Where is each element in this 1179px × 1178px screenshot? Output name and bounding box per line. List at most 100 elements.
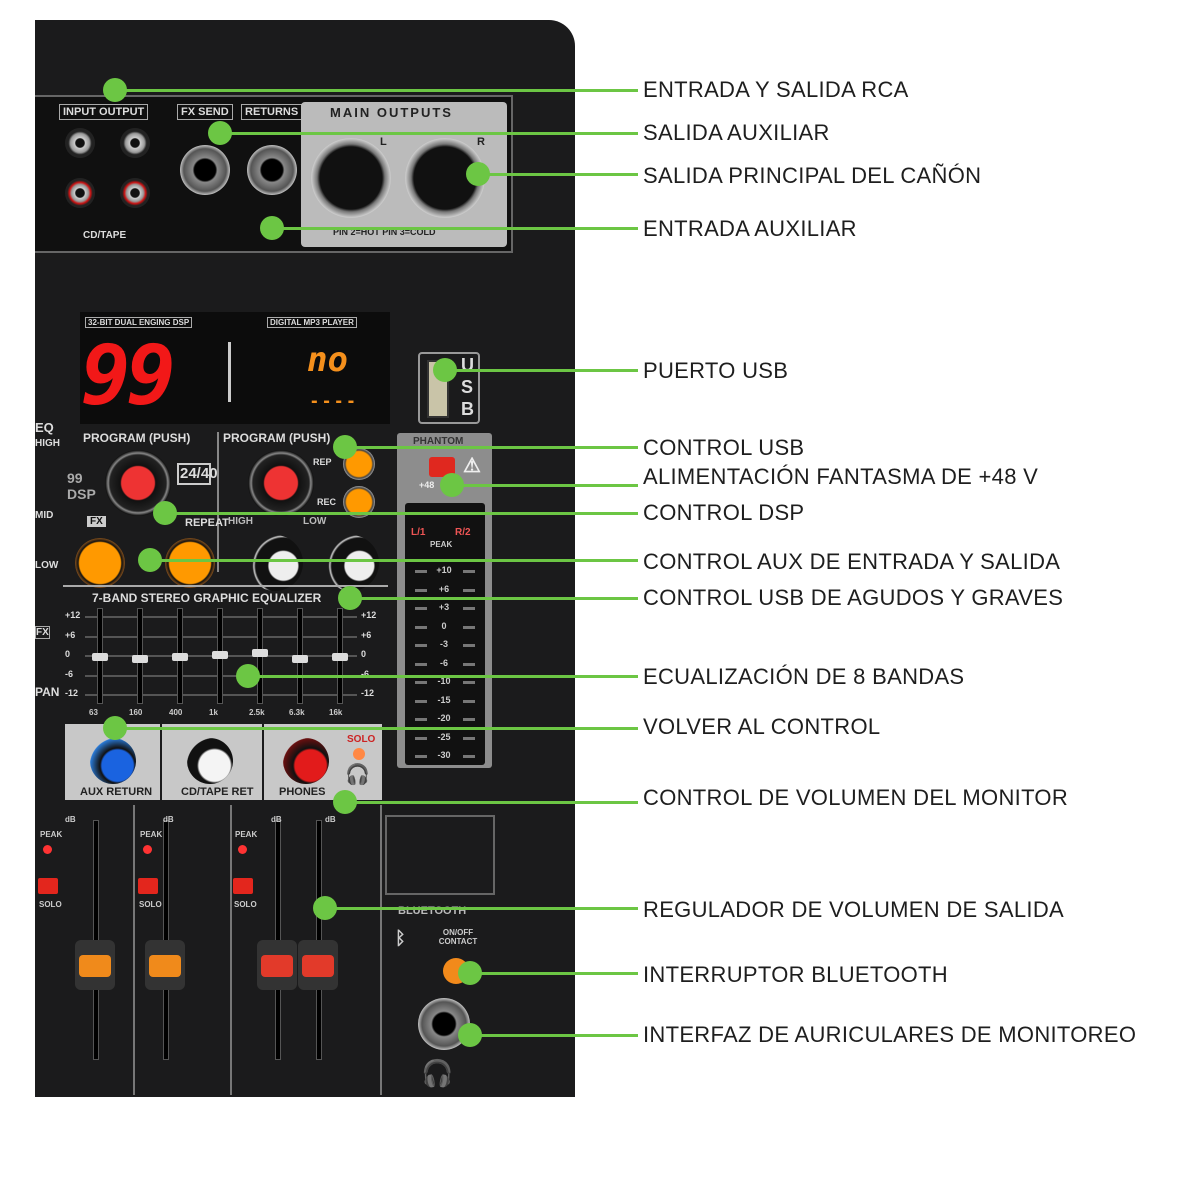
callout-line	[470, 1034, 638, 1037]
callout-line	[248, 675, 638, 678]
rca-input-l[interactable]	[65, 128, 95, 158]
eq-scale-right: +6	[361, 629, 372, 640]
callout-line	[150, 559, 638, 562]
callout-dot	[153, 501, 177, 525]
callout-line	[165, 512, 638, 515]
callout-line	[478, 173, 638, 176]
eq-fader-cap[interactable]	[92, 653, 108, 661]
display-divider	[228, 342, 231, 402]
fx-send-jack[interactable]	[180, 145, 230, 195]
solo-button-label: SOLO	[234, 900, 257, 909]
dsp-readout: 99	[81, 329, 176, 424]
solo-label: SOLO	[347, 734, 376, 745]
eq-scale-left: -12	[65, 688, 79, 698]
mp3-time: - - - -	[311, 390, 355, 412]
usb-port[interactable]	[418, 352, 480, 424]
callout-line	[345, 446, 638, 449]
callout-label: CONTROL USB	[643, 435, 805, 460]
display	[80, 312, 390, 424]
peak-meter-label: PEAK	[430, 540, 453, 549]
callout-label: PUERTO USB	[643, 358, 789, 383]
rep-label: REP	[313, 457, 332, 467]
bluetooth-icon: ᛒ	[395, 928, 406, 948]
callout-line	[220, 132, 638, 135]
eq-freq-label: 63	[89, 708, 98, 717]
solo-button[interactable]	[138, 878, 158, 894]
left-label-high: HIGH	[35, 438, 60, 449]
meter-tick-label: -15	[437, 694, 451, 705]
channel-divider	[380, 805, 382, 1095]
eq-freq-label: 160	[129, 708, 143, 717]
eq-fader-cap[interactable]	[332, 653, 348, 661]
channel-divider	[133, 805, 135, 1095]
peak-led	[238, 845, 247, 854]
eq-fader-cap[interactable]	[132, 655, 148, 664]
callout-dot	[260, 216, 284, 240]
meter-led-right	[463, 570, 475, 573]
left-label-mid: MID	[35, 510, 54, 521]
meter-tick-label: -6	[439, 657, 448, 668]
callout-label: ENTRADA Y SALIDA RCA	[643, 77, 909, 102]
callout-dot	[466, 162, 490, 186]
left-label-low: LOW	[35, 560, 59, 571]
pins-label: PIN 2=HOT PIN 3=COLD	[333, 227, 436, 237]
eq-fader-cap[interactable]	[172, 653, 188, 661]
eq-freq-label: 6.3k	[289, 708, 305, 717]
meter-led-right	[463, 588, 475, 592]
program-divider	[217, 432, 219, 572]
eq-fader-cap[interactable]	[212, 650, 228, 659]
eq-scale-right: +12	[361, 610, 377, 620]
returns-jack[interactable]	[247, 145, 297, 195]
aux-return-knob[interactable]	[90, 738, 136, 784]
channel-fader-knob-color	[302, 955, 334, 977]
rca-output-l[interactable]	[120, 128, 150, 158]
meter-led-left	[415, 607, 427, 610]
solo-button[interactable]	[233, 878, 253, 894]
fx-knob[interactable]	[75, 538, 125, 588]
phantom-switch[interactable]	[429, 457, 455, 477]
callout-label: ECUALIZACIÓN DE 8 BANDAS	[643, 664, 965, 689]
meter-led-right	[463, 699, 475, 703]
peak-label: PEAK	[235, 830, 258, 839]
meter-tick-label: +10	[436, 565, 452, 575]
cd-tape-ret-knob[interactable]	[187, 738, 233, 784]
rca-input-r[interactable]	[65, 178, 95, 208]
program1-label: PROGRAM (PUSH)	[83, 431, 191, 445]
eq-fader-cap[interactable]	[252, 649, 268, 657]
phones-knob[interactable]	[283, 738, 329, 784]
bluetooth-display	[385, 815, 495, 895]
repeat-knob[interactable]	[165, 538, 215, 588]
meter-led-left	[415, 644, 427, 647]
usb-program-knob[interactable]	[248, 450, 314, 516]
meter-led-right	[463, 625, 475, 629]
meter-tick-label: +3	[438, 602, 450, 612]
meter-led-left	[415, 699, 427, 703]
channel-fader-knob-color	[261, 955, 293, 977]
callout-dot	[103, 716, 127, 740]
callout-dot	[440, 473, 464, 497]
meter-led-left	[415, 570, 427, 573]
solo-button-label: SOLO	[139, 900, 162, 909]
callout-dot	[313, 896, 337, 920]
callout-line	[452, 484, 638, 487]
rca-output-r[interactable]	[120, 178, 150, 208]
rec-label: REC	[317, 497, 337, 507]
usb-high-knob[interactable]	[247, 535, 303, 591]
headphone-jack-icon: 🎧	[421, 1058, 454, 1088]
callout-dot	[208, 121, 232, 145]
eq-freq-label: 16k	[329, 708, 343, 717]
aux-return-label: AUX RETURN	[80, 786, 153, 798]
callout-line	[470, 972, 638, 975]
db-label: dB	[163, 815, 174, 824]
xlr-left-output[interactable]	[311, 138, 391, 218]
low-label: LOW	[303, 516, 327, 527]
solo-button[interactable]	[38, 878, 58, 894]
callout-line	[115, 89, 638, 92]
callout-line	[445, 369, 638, 372]
left-label-fx: FX	[35, 626, 50, 639]
warning-icon: ⚠	[463, 455, 481, 477]
eq-fader-cap[interactable]	[292, 654, 308, 663]
mixer-panel: INPUT OUTPUT CD/TAPE FX SEND RETURNS MAI…	[35, 20, 575, 1097]
r2-label: R/2	[455, 527, 471, 538]
usb-low-knob[interactable]	[323, 535, 379, 591]
